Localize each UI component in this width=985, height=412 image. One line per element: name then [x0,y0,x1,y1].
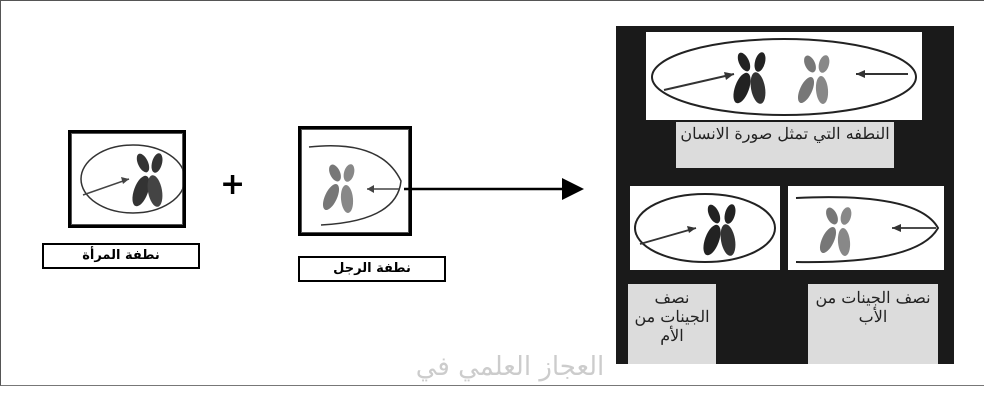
female-cell-image [68,130,186,228]
plus-sign: + [220,167,246,202]
male-gamete-label: نطفة الرجل [298,256,446,282]
father-half-caption: نصف الجينات من الأب [808,284,938,364]
right-arrow-icon [404,178,584,200]
watermark-text: العجاز العلمي في [415,352,605,382]
result-panel: النطفه التي تمثل صورة الانسان نصف الجينا… [616,26,954,364]
mother-half-caption: نصف الجينات من الأم [628,284,716,364]
female-gamete-label: نطفة المرأة [42,243,200,269]
fertilized-cell-image [646,32,922,120]
male-cell-image [298,126,412,236]
father-half-image [788,186,944,270]
zygote-caption: النطفه التي تمثل صورة الانسان [676,122,894,168]
mother-half-image [630,186,780,270]
diagram-frame [0,0,984,386]
